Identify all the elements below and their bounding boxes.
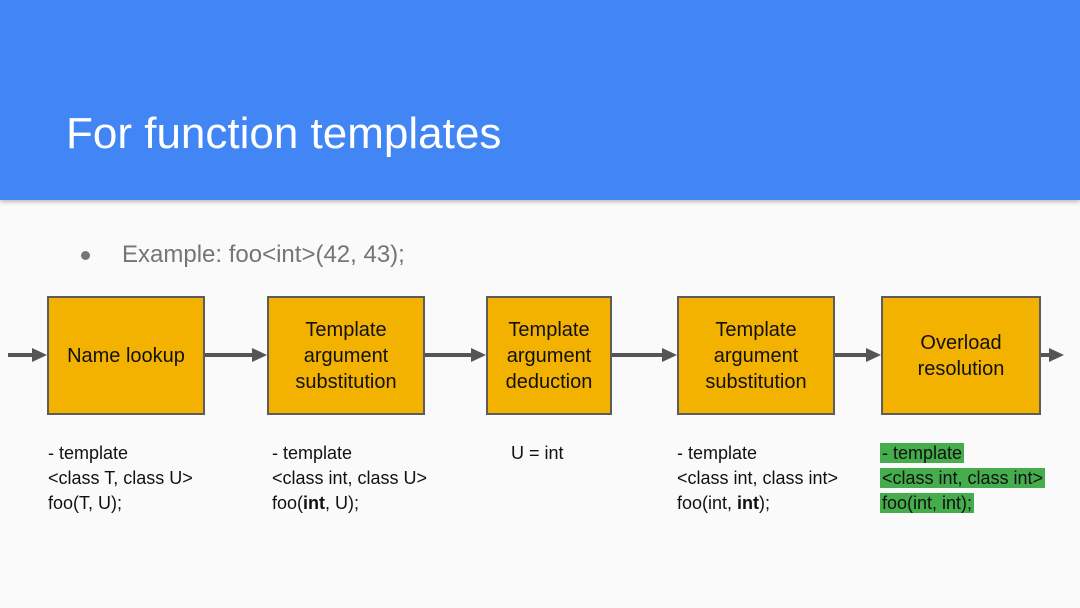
annotation-line: foo(int, int); bbox=[677, 493, 771, 513]
annotation-line: - template bbox=[48, 443, 129, 463]
flow-arrow-icon-5 bbox=[835, 348, 881, 362]
flow-arrow-icon-2 bbox=[205, 348, 267, 362]
flow-arrow-icon-6 bbox=[1041, 348, 1064, 362]
annotation-line: <class int, class U> bbox=[272, 468, 428, 488]
arrow-line bbox=[425, 353, 480, 357]
bullet-icon bbox=[81, 250, 90, 260]
flow-box-label: Template argument substitution bbox=[705, 318, 807, 393]
flow-arrow-icon-3 bbox=[425, 348, 486, 362]
annotation-line: foo(int, int); bbox=[880, 493, 975, 513]
annotation-line: - template bbox=[880, 443, 965, 463]
annotation-line: foo(T, U); bbox=[48, 493, 123, 513]
flow-box-2: Template argument substitution bbox=[267, 296, 425, 415]
annotation-line: U = int bbox=[511, 443, 564, 463]
flow-box-label: Name lookup bbox=[67, 344, 185, 367]
annotation-line: <class int, class int> bbox=[677, 468, 839, 488]
annotation-line: <class int, class int> bbox=[880, 468, 1046, 488]
arrow-head-icon bbox=[471, 348, 486, 362]
flow-arrow-icon-4 bbox=[612, 348, 677, 362]
annotation-line: foo(int, U); bbox=[272, 493, 360, 513]
arrow-line bbox=[835, 353, 875, 357]
arrow-line bbox=[8, 353, 41, 357]
flow-box-5: Overload resolution bbox=[881, 296, 1041, 415]
flow-box-3: Template argument deduction bbox=[486, 296, 612, 415]
arrow-head-icon bbox=[866, 348, 881, 362]
flow-box-label: Template argument deduction bbox=[505, 318, 593, 393]
slide-title: For function templates bbox=[66, 109, 502, 158]
arrow-head-icon bbox=[1049, 348, 1064, 362]
annotation-3: U = int bbox=[511, 441, 566, 466]
arrow-head-icon bbox=[252, 348, 267, 362]
annotation-4: - template <class int, class int> foo(int,… bbox=[677, 441, 840, 516]
flow-box-4: Template argument substitution bbox=[677, 296, 835, 415]
flow-box-label: Template argument substitution bbox=[295, 318, 397, 393]
flow-box-1: Name lookup bbox=[47, 296, 205, 415]
flow-box-label: Overload resolution bbox=[917, 331, 1005, 380]
arrow-head-icon bbox=[32, 348, 47, 362]
flow-arrow-icon-1 bbox=[8, 348, 47, 362]
annotation-line: - template bbox=[272, 443, 353, 463]
bullet-text: Example: foo<int>(42, 43); bbox=[122, 241, 405, 268]
arrow-head-icon bbox=[662, 348, 677, 362]
arrow-line bbox=[612, 353, 671, 357]
annotation-5: - template <class int, class int> foo(int,… bbox=[880, 441, 1046, 516]
bullet-item: Example: foo<int>(42, 43); bbox=[81, 240, 405, 270]
slide-header: For function templates bbox=[0, 0, 1080, 200]
annotation-line: <class T, class U> bbox=[48, 468, 193, 488]
arrow-line bbox=[205, 353, 261, 357]
annotation-1: - template <class T, class U> foo(T, U); bbox=[48, 441, 195, 516]
annotation-line: - template bbox=[677, 443, 758, 463]
annotation-2: - template <class int, class U> foo(int, U… bbox=[272, 441, 429, 516]
